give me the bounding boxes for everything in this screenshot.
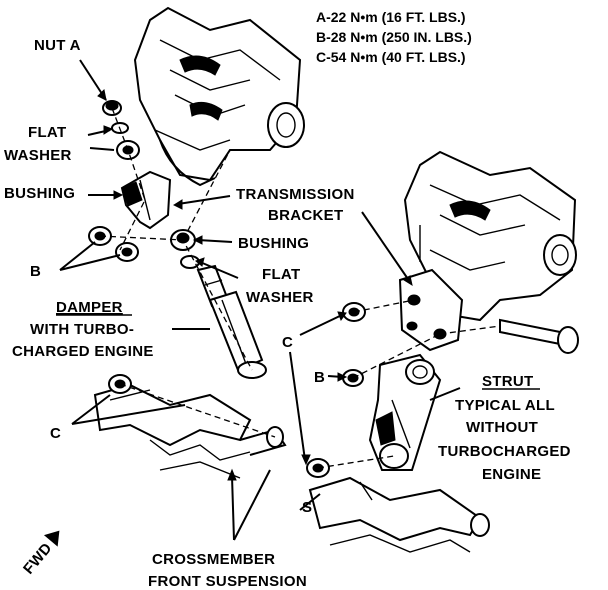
label-fwd: FWD [20,540,56,578]
label-flat-washer-mid-1: FLAT [262,266,300,283]
label-damper-2: WITH TURBO- [30,321,134,338]
label-crossmember-2: FRONT SUSPENSION [148,573,307,590]
torque-spec-b: B-28 N•m (250 IN. LBS.) [316,29,472,45]
label-flat-washer-mid-2: WASHER [246,289,314,306]
label-strut-5: ENGINE [482,466,541,483]
label-damper-1: DAMPER [56,299,123,316]
label-flat-washer-top-2: WASHER [4,147,72,164]
leader-lines [59,59,461,541]
assembly-lines [99,107,501,469]
label-b-left: B [30,263,41,280]
label-bushing-top: BUSHING [4,185,75,202]
bushing-top-part [116,140,140,160]
label-strut-3: WITHOUT [466,419,538,436]
fwd-arrow-icon [43,530,60,547]
label-s: S [302,499,312,516]
label-strut-4: TURBOCHARGED [438,443,571,460]
label-c-left: C [50,425,61,442]
damper-upper-bracket [120,170,172,230]
transmission-bracket-part [398,268,464,352]
label-strut-2: TYPICAL ALL [455,397,555,414]
left-transmission-casting [133,6,305,187]
long-bolt-right [499,318,579,354]
right-transmission-casting [403,150,577,322]
label-strut-1: STRUT [482,373,534,390]
label-c-right: C [282,334,293,351]
label-transmission-bracket-2: BRACKET [268,207,343,224]
label-bushing-mid: BUSHING [238,235,309,252]
damper-part [196,264,267,379]
left-crossmember [93,383,287,479]
label-flat-washer-top-1: FLAT [28,124,66,141]
torque-spec-a: A-22 N•m (16 FT. LBS.) [316,9,466,25]
right-crossmember [308,476,490,553]
label-nut-a: NUT A [34,37,81,54]
label-damper-3: CHARGED ENGINE [12,343,154,360]
strut-part [368,353,442,471]
fwd-indicator: FWD [20,530,60,578]
torque-spec-c: C-54 N•m (40 FT. LBS.) [316,49,466,65]
b-nut-left-lower [115,242,139,262]
label-transmission-bracket-1: TRANSMISSION [236,186,355,203]
label-crossmember-1: CROSSMEMBER [152,551,275,568]
label-b-right: B [314,369,325,386]
